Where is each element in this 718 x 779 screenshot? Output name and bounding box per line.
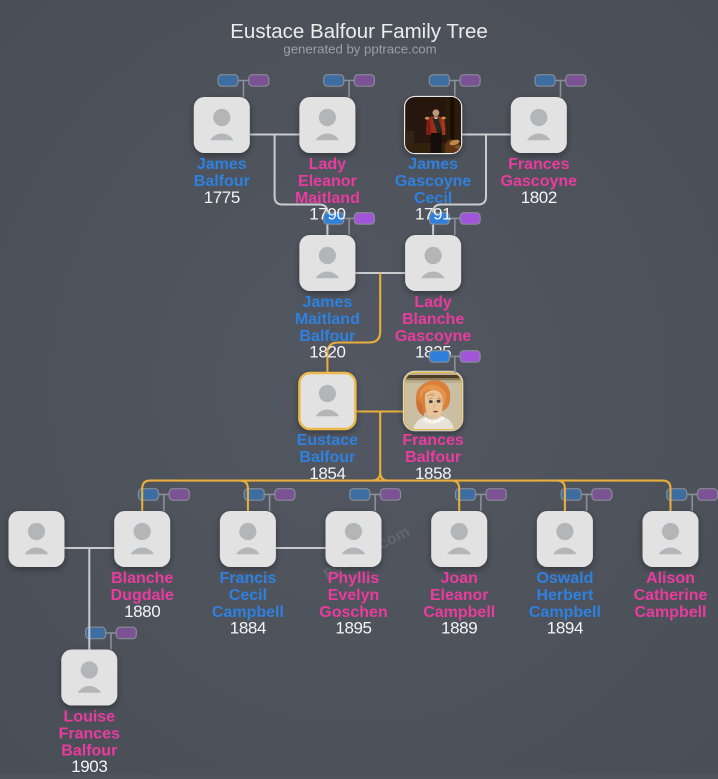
svg-text:Gascoyne: Gascoyne xyxy=(395,173,472,190)
svg-text:Balfour: Balfour xyxy=(194,173,250,190)
svg-text:1791: 1791 xyxy=(415,205,451,224)
svg-text:Phyllis: Phyllis xyxy=(328,570,380,587)
svg-text:1895: 1895 xyxy=(335,619,371,638)
svg-text:Blanche: Blanche xyxy=(111,570,173,587)
svg-text:Campbell: Campbell xyxy=(423,604,495,621)
svg-text:Maitland: Maitland xyxy=(295,190,360,207)
svg-text:1903: 1903 xyxy=(71,757,107,774)
svg-text:James: James xyxy=(408,156,458,173)
svg-text:Cecil: Cecil xyxy=(229,587,267,604)
svg-text:Louise: Louise xyxy=(64,709,116,726)
svg-text:Dugdale: Dugdale xyxy=(111,587,174,604)
svg-text:Balfour: Balfour xyxy=(299,328,355,345)
svg-text:Lady: Lady xyxy=(309,156,346,173)
svg-text:Campbell: Campbell xyxy=(634,604,706,621)
svg-text:1858: 1858 xyxy=(415,464,451,483)
svg-text:James: James xyxy=(197,156,247,173)
svg-text:James: James xyxy=(302,294,352,311)
svg-text:Catherine: Catherine xyxy=(634,587,708,604)
svg-text:Frances: Frances xyxy=(508,156,569,173)
svg-text:Eleanor: Eleanor xyxy=(430,587,489,604)
svg-text:Maitland: Maitland xyxy=(295,311,360,328)
svg-text:1775: 1775 xyxy=(204,188,240,207)
svg-text:Herbert: Herbert xyxy=(536,587,594,604)
svg-text:1802: 1802 xyxy=(521,188,557,207)
svg-text:1889: 1889 xyxy=(441,619,477,638)
svg-text:Campbell: Campbell xyxy=(529,604,601,621)
svg-text:Evelyn: Evelyn xyxy=(328,587,380,604)
svg-text:Balfour: Balfour xyxy=(299,449,355,466)
svg-text:1880: 1880 xyxy=(124,602,160,621)
svg-text:Frances: Frances xyxy=(402,432,463,449)
svg-text:1820: 1820 xyxy=(309,343,345,362)
svg-text:Gascoyne: Gascoyne xyxy=(395,328,472,345)
svg-text:generated by pptrace.com: generated by pptrace.com xyxy=(283,42,436,57)
svg-text:Eleanor: Eleanor xyxy=(298,173,357,190)
svg-text:Cecil: Cecil xyxy=(414,190,452,207)
svg-text:Lady: Lady xyxy=(414,294,451,311)
svg-text:Frances: Frances xyxy=(59,726,120,743)
svg-text:Campbell: Campbell xyxy=(212,604,284,621)
svg-text:Goschen: Goschen xyxy=(319,604,387,621)
svg-text:1894: 1894 xyxy=(547,619,583,638)
svg-text:1884: 1884 xyxy=(230,619,266,638)
svg-text:Gascoyne: Gascoyne xyxy=(501,173,578,190)
svg-text:Blanche: Blanche xyxy=(402,311,464,328)
svg-text:Joan: Joan xyxy=(441,570,478,587)
svg-text:1854: 1854 xyxy=(309,464,345,483)
svg-text:1790: 1790 xyxy=(309,205,345,224)
svg-text:Eustace: Eustace xyxy=(297,432,358,449)
svg-text:Balfour: Balfour xyxy=(405,449,461,466)
svg-text:Oswald: Oswald xyxy=(536,570,593,587)
svg-text:Francis: Francis xyxy=(219,570,276,587)
svg-text:Alison: Alison xyxy=(646,570,695,587)
svg-text:Balfour: Balfour xyxy=(61,742,117,759)
